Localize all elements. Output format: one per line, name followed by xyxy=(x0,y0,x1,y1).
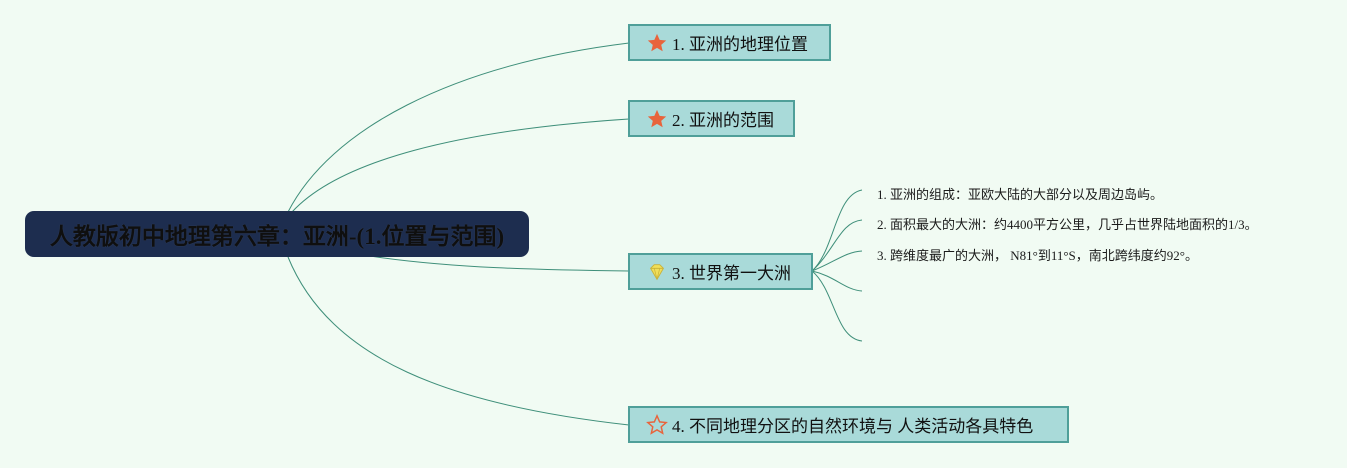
leaf-largest-area[interactable]: 2. 面积最大的大洲：约4400平方公里，几乎占世界陆地面积的1/3。 xyxy=(877,217,1258,232)
root-topic-label: 人教版初中地理第六章：亚洲-(1.位置与范围) xyxy=(49,224,505,249)
leaf-asia-composition[interactable]: 1. 亚洲的组成：亚欧大陆的大部分以及周边岛屿。 xyxy=(877,187,1164,202)
branch-regional-features[interactable]: 4. 不同地理分区的自然环境与 人类活动各具特色 xyxy=(628,406,1069,443)
yellow-diamond-icon xyxy=(646,261,668,283)
branch-label: 3. 世界第一大洲 xyxy=(672,264,791,283)
connector-leaf-3 xyxy=(811,250,863,272)
connector-branch-2 xyxy=(291,118,630,213)
connector-leaf-2 xyxy=(811,219,863,272)
outline-star-icon xyxy=(646,413,668,436)
connector-leaf-1 xyxy=(811,189,863,272)
connector-branch-1 xyxy=(287,42,630,213)
connector-leaf-5 xyxy=(811,270,863,342)
orange-star-icon xyxy=(646,108,668,130)
branch-label: 4. 不同地理分区的自然环境与 人类活动各具特色 xyxy=(672,417,1034,436)
connector-leaf-4 xyxy=(811,270,863,292)
orange-star-icon xyxy=(646,32,668,54)
connector-branch-3 xyxy=(369,255,630,272)
root-topic[interactable]: 人教版初中地理第六章：亚洲-(1.位置与范围) xyxy=(25,211,529,257)
branch-asia-range[interactable]: 2. 亚洲的范围 xyxy=(628,100,795,137)
branch-label: 2. 亚洲的范围 xyxy=(672,111,774,130)
branch-geographic-location[interactable]: 1. 亚洲的地理位置 xyxy=(628,24,831,61)
connector-branch-4 xyxy=(287,256,630,426)
branch-label: 1. 亚洲的地理位置 xyxy=(672,35,808,54)
branch-largest-continent[interactable]: 3. 世界第一大洲 xyxy=(628,253,813,290)
leaf-latitude-span[interactable]: 3. 跨维度最广的大洲， N81°到11°S，南北跨纬度约92°。 xyxy=(877,248,1198,263)
